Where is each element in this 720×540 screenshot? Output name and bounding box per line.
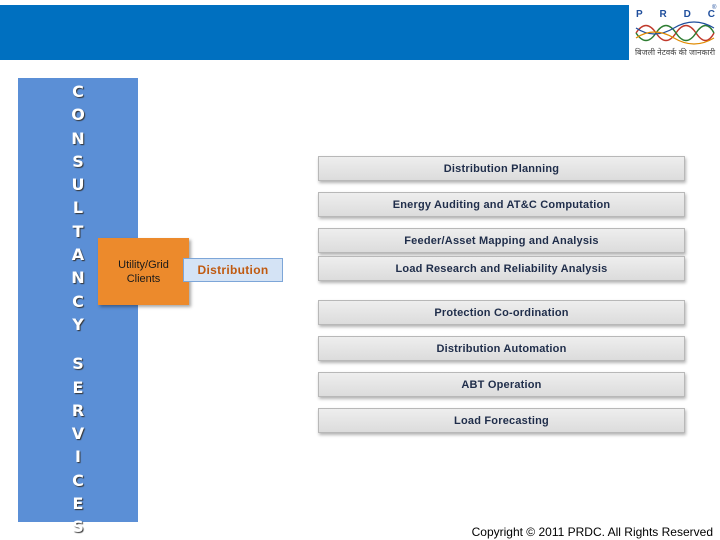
distribution-box: Distribution — [183, 258, 283, 282]
sidebar-letter: O — [71, 105, 85, 125]
service-box-distribution-planning: Distribution Planning — [318, 156, 685, 181]
service-label: Feeder/Asset Mapping and Analysis — [404, 235, 599, 247]
sidebar-letter: E — [72, 494, 84, 514]
sidebar-letter: N — [71, 268, 85, 288]
sidebar-letter: I — [75, 447, 81, 467]
service-label: Load Forecasting — [454, 415, 549, 427]
sidebar-gap — [60, 336, 96, 352]
service-box-load-forecasting: Load Forecasting — [318, 408, 685, 433]
service-box-energy-auditing: Energy Auditing and AT&C Computation — [318, 192, 685, 217]
prdc-logo: P R D C ® बिजली नेटवर्क की जानकारी — [632, 5, 718, 61]
logo-letter: C — [707, 9, 716, 20]
service-box-protection-coordination: Protection Co-ordination — [318, 300, 685, 325]
service-box-load-research: Load Research and Reliability Analysis — [318, 256, 685, 281]
service-label: Distribution Automation — [436, 343, 567, 355]
service-label: ABT Operation — [461, 379, 542, 391]
sidebar-letter: L — [72, 198, 84, 218]
sidebar-letter: E — [72, 377, 84, 397]
sidebar-letter: Y — [72, 314, 84, 334]
logo-letter: D — [683, 9, 692, 20]
service-box-distribution-automation: Distribution Automation — [318, 336, 685, 361]
registered-mark: ® — [712, 5, 717, 11]
sidebar-letter: A — [71, 245, 85, 265]
sidebar-letter: U — [71, 175, 85, 195]
copyright-footer: Copyright © 2011 PRDC. All Rights Reserv… — [471, 525, 713, 539]
service-label: Distribution Planning — [443, 163, 560, 175]
service-box-feeder-asset-mapping: Feeder/Asset Mapping and Analysis — [318, 228, 685, 253]
header-bar — [0, 5, 629, 60]
logo-letter: P — [636, 9, 644, 20]
consultancy-services-vertical-text: C O N S U L T A N C Y S E R V I C E S — [60, 80, 96, 539]
client-box-label: Utility/Grid Clients — [118, 259, 169, 285]
utility-grid-clients-box: Utility/Grid Clients — [98, 238, 189, 305]
sidebar-letter: S — [72, 517, 84, 537]
sidebar-letter: R — [71, 400, 85, 420]
service-label: Load Research and Reliability Analysis — [395, 263, 608, 275]
logo-letter: R — [659, 9, 668, 20]
sidebar-letter: V — [71, 424, 85, 444]
sidebar-letter: C — [72, 82, 84, 101]
service-label: Protection Co-ordination — [434, 307, 569, 319]
sidebar-letter: T — [72, 221, 84, 241]
logo-letters: P R D C — [636, 9, 716, 20]
sidebar-letter: N — [71, 128, 85, 148]
logo-tagline: बिजली नेटवर्क की जानकारी — [634, 48, 716, 57]
service-box-abt-operation: ABT Operation — [318, 372, 685, 397]
sidebar-letter: C — [72, 470, 84, 490]
sidebar-letter: S — [72, 354, 84, 374]
prdc-wave-logo-icon — [635, 21, 715, 45]
sidebar-letter: S — [72, 151, 84, 171]
sidebar-letter: C — [72, 291, 84, 311]
service-label: Energy Auditing and AT&C Computation — [392, 199, 611, 211]
